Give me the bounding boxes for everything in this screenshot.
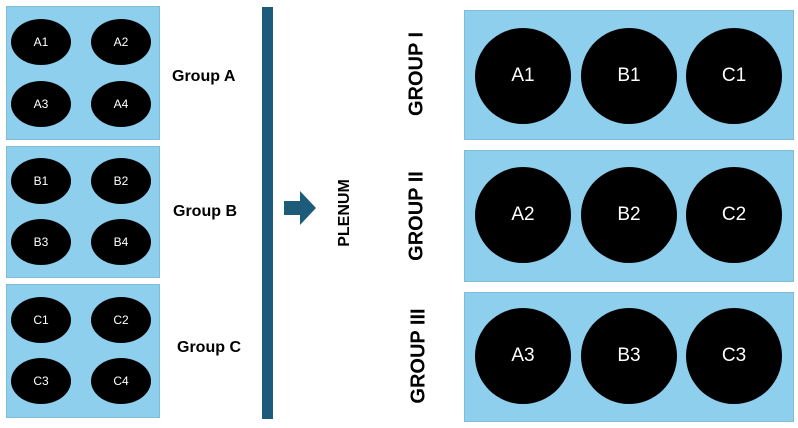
circle-b2: B2 (91, 158, 151, 204)
circle-b3: B3 (11, 219, 71, 265)
circle-group-iii-c3: C3 (686, 308, 782, 404)
circle-group-iii-b3: B3 (581, 308, 677, 404)
plenum-divider-bar (262, 7, 273, 419)
group-c-label: Group C (177, 339, 241, 356)
circle-c1: C1 (11, 297, 71, 343)
circle-a4: A4 (91, 81, 151, 127)
group-iii-label: GROUP III (407, 308, 430, 404)
circle-c2: C2 (91, 297, 151, 343)
group-ii-panel: A2 B2 C2 (464, 150, 794, 282)
group-ii-label: GROUP II (405, 171, 428, 261)
right-arrow-icon (284, 191, 316, 225)
circle-c4: C4 (91, 358, 151, 404)
circle-c3: C3 (11, 358, 71, 404)
circle-a2: A2 (91, 19, 151, 65)
group-i-label: GROUP I (405, 31, 428, 117)
circle-b1: B1 (11, 158, 71, 204)
group-b-label: Group B (173, 203, 237, 220)
group-i-panel: A1 B1 C1 (464, 10, 794, 140)
circle-group-i-c1: C1 (686, 28, 782, 124)
group-b-panel: B1 B2 B3 B4 (6, 146, 160, 278)
circle-a3: A3 (11, 81, 71, 127)
circle-group-ii-c2: C2 (686, 167, 782, 263)
circle-b4: B4 (91, 219, 151, 265)
group-a-label: Group A (172, 68, 236, 85)
circle-group-ii-a2: A2 (475, 167, 571, 263)
circle-group-i-b1: B1 (581, 28, 677, 124)
plenum-label: PLENUM (336, 179, 353, 247)
circle-a1: A1 (11, 19, 71, 65)
group-iii-panel: A3 B3 C3 (464, 292, 794, 422)
circle-group-ii-b2: B2 (581, 167, 677, 263)
group-a-panel: A1 A2 A3 A4 (6, 6, 160, 140)
circle-group-i-a1: A1 (475, 28, 571, 124)
group-c-panel: C1 C2 C3 C4 (6, 284, 160, 418)
circle-group-iii-a3: A3 (475, 308, 571, 404)
